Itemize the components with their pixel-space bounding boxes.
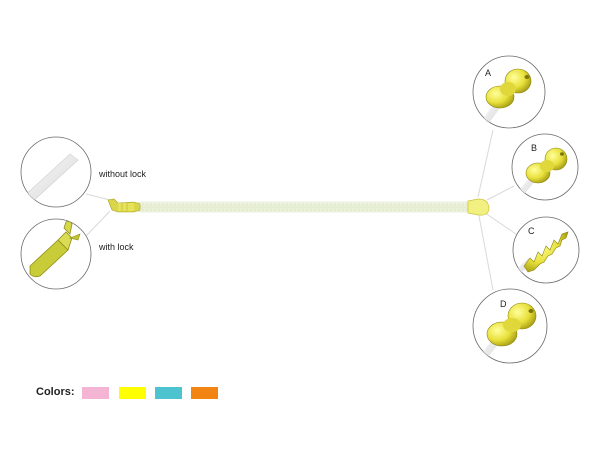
inset-tip-c (512, 216, 580, 284)
callout-lines (85, 129, 517, 291)
inset-without-lock (20, 136, 92, 208)
color-swatch-blue (155, 387, 182, 399)
leader-line-d (478, 215, 494, 291)
color-swatch-orange (191, 387, 218, 399)
variant-letter-d: D (500, 299, 507, 309)
leader-line-c (484, 212, 517, 235)
leader-line-b (486, 185, 515, 201)
catheter-shaft (137, 201, 471, 213)
inset-tip-d (472, 288, 548, 364)
inset-tip-b (511, 133, 579, 201)
variant-letter-b: B (531, 143, 538, 153)
color-swatch-yellow (119, 387, 146, 399)
variant-letter-c: C (528, 226, 535, 236)
leader-line-a (477, 129, 494, 198)
proximal-lock-connector (107, 198, 141, 213)
colors-label: Colors: (36, 386, 75, 398)
without-lock-label: without lock (99, 169, 147, 179)
variant-letter-a: A (485, 68, 492, 78)
inset-tip-a (472, 55, 546, 129)
leader-line-with-lock (85, 210, 111, 237)
leader-line-without-lock (85, 193, 111, 201)
with-lock-label: with lock (99, 242, 134, 252)
distal-tip (467, 198, 490, 216)
inset-with-lock (20, 218, 92, 290)
color-swatch-pink (82, 387, 109, 399)
